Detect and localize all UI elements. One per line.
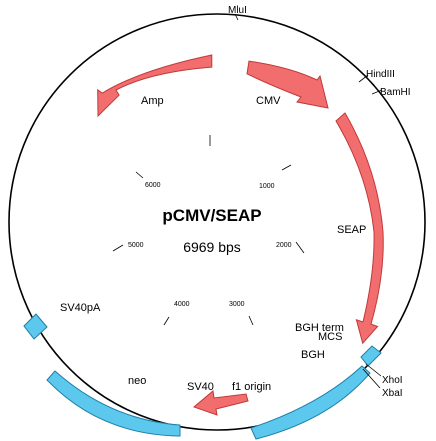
sv40pa-marker bbox=[23, 313, 48, 340]
xhoi-pointer bbox=[365, 363, 382, 377]
tick-5000-line bbox=[112, 244, 124, 252]
label-amp: Amp bbox=[141, 95, 164, 107]
mlui-pointer bbox=[234, 13, 239, 21]
hindiii-pointer bbox=[358, 74, 369, 83]
label-neo: neo bbox=[128, 375, 146, 387]
tick-6000-line bbox=[135, 171, 144, 179]
label-mcs: MCS bbox=[318, 331, 342, 343]
label-bgh-term: BGH term bbox=[295, 322, 344, 334]
xbai-pointer bbox=[362, 368, 381, 389]
site-mlui: MluI bbox=[228, 5, 247, 16]
site-xbai: XbaI bbox=[382, 388, 403, 399]
site-bamhi: BamHI bbox=[380, 87, 411, 98]
tick-label-4000: 4000 bbox=[174, 301, 190, 308]
sv40-ori-marker bbox=[250, 365, 371, 440]
label-bgh: BGH bbox=[301, 349, 325, 361]
site-xhoi: XhoI bbox=[382, 375, 403, 386]
bamhi-pointer bbox=[371, 89, 383, 95]
tick-label-2000: 2000 bbox=[276, 242, 292, 249]
tick-3000-line bbox=[248, 315, 254, 326]
label-seap: SEAP bbox=[337, 224, 366, 236]
feature-arrows bbox=[97, 54, 384, 416]
label-sv40: SV40 bbox=[187, 381, 214, 393]
neo-marker bbox=[46, 370, 181, 437]
amp-arrow bbox=[97, 54, 213, 118]
tick-label-5000: 5000 bbox=[128, 242, 144, 249]
cmv-arrow bbox=[246, 60, 329, 109]
mcs-marker bbox=[360, 345, 382, 367]
tick-label-1000: 1000 bbox=[259, 183, 275, 190]
plasmid-name: pCMV/SEAP bbox=[162, 206, 261, 225]
feature-boxes bbox=[23, 313, 382, 440]
plasmid-backbone bbox=[8, 13, 426, 431]
plasmid-size: 6969 bps bbox=[183, 239, 241, 255]
sv40-arrow bbox=[193, 390, 249, 416]
label-sv40pa: SV40pA bbox=[60, 302, 101, 314]
tick-label-3000: 3000 bbox=[229, 301, 245, 308]
site-hindiii: HindIII bbox=[366, 69, 395, 80]
seap-arrow bbox=[335, 112, 384, 345]
site-pointers bbox=[234, 13, 383, 389]
label-cmv: CMV bbox=[256, 95, 281, 107]
tick-1000-line bbox=[281, 164, 292, 171]
label-f1-origin: f1 origin bbox=[232, 381, 271, 393]
tick-label-6000: 6000 bbox=[145, 182, 161, 189]
scale-ticks bbox=[112, 135, 305, 326]
tick-2000-line bbox=[295, 241, 305, 254]
tick-4000-line bbox=[163, 316, 170, 326]
